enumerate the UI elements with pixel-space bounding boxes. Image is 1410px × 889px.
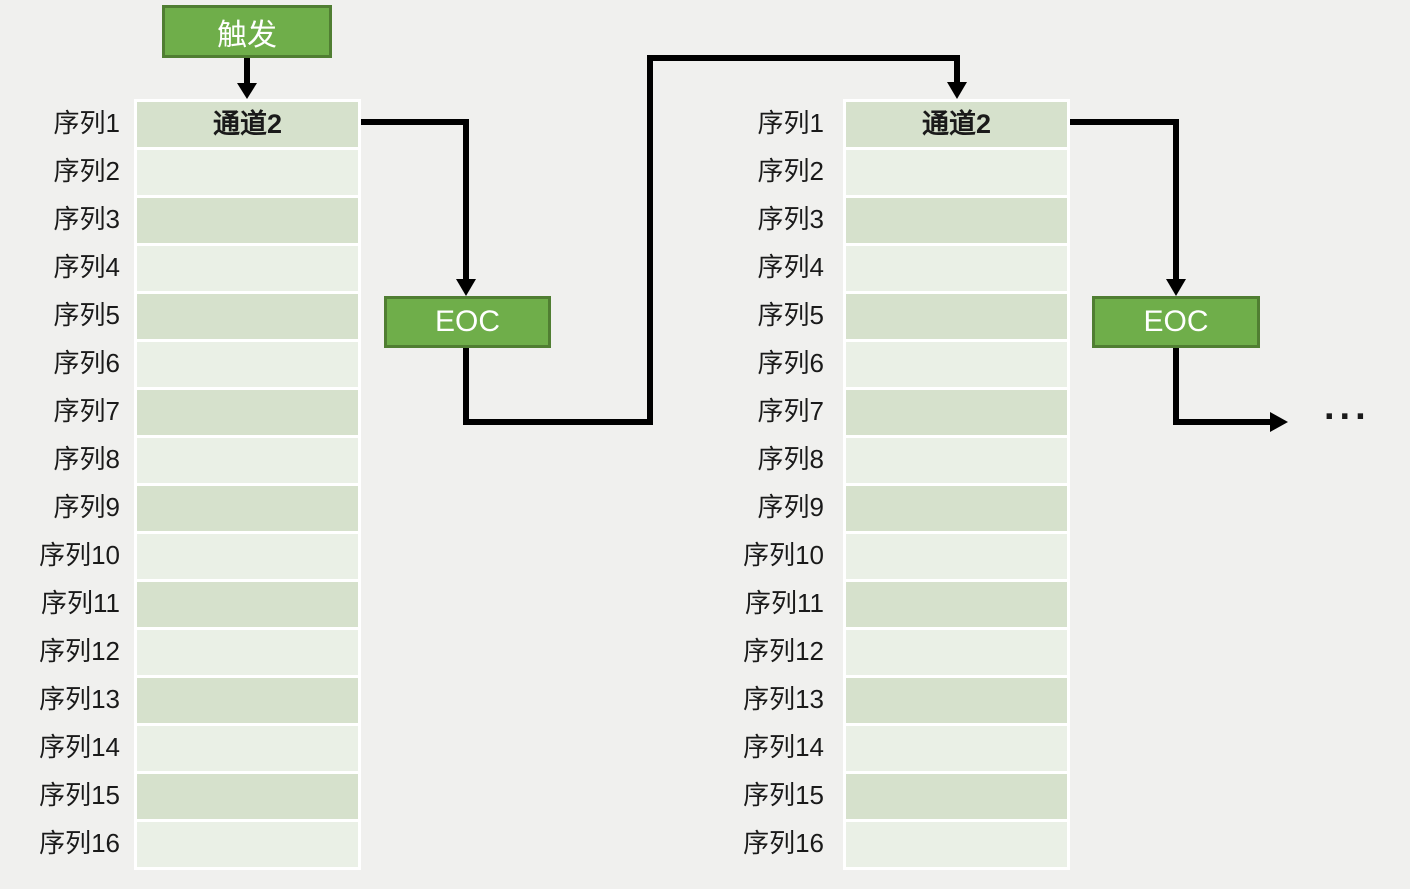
table-row — [137, 198, 358, 243]
eoc-box-left: EOC — [384, 296, 551, 348]
table-row — [846, 390, 1067, 435]
eoc-box-right: EOC — [1092, 296, 1260, 348]
sequence-label: 序列8 — [757, 444, 824, 474]
sequence-label: 序列12 — [743, 636, 824, 666]
table-row — [137, 342, 358, 387]
sequence-label: 序列15 — [39, 780, 120, 810]
table-row — [846, 630, 1067, 675]
table-row — [137, 822, 358, 867]
eoc-left-label: EOC — [434, 305, 500, 338]
sequence-label: 序列9 — [757, 492, 824, 522]
arrowhead-eoc-left — [456, 279, 476, 296]
table-row — [137, 438, 358, 483]
sequence-label: 序列1 — [53, 108, 120, 138]
arrow-eoc-right-to-continuation — [1173, 347, 1271, 425]
sequence-label: 序列5 — [53, 300, 120, 330]
sequence-label: 序列11 — [745, 588, 824, 618]
sequence-label: 序列14 — [743, 732, 824, 762]
table-row — [137, 294, 358, 339]
sequence-label: 序列2 — [757, 156, 824, 186]
arrow-table-right-to-eoc — [1070, 119, 1179, 280]
sequence-label: 序列12 — [39, 636, 120, 666]
table-row — [846, 774, 1067, 819]
sequence-label: 序列4 — [757, 252, 824, 282]
table-row — [137, 726, 358, 771]
table-row — [846, 582, 1067, 627]
sequence-label: 序列6 — [53, 348, 120, 378]
arrowhead-continuation — [1270, 412, 1288, 432]
table-row — [846, 150, 1067, 195]
sequence-label: 序列7 — [53, 396, 120, 426]
arrow-table-left-to-eoc — [361, 119, 469, 280]
sequence-label: 序列10 — [743, 540, 824, 570]
table-row — [137, 486, 358, 531]
sequence-label: 序列13 — [39, 684, 120, 714]
table-row — [846, 726, 1067, 771]
table-row — [137, 246, 358, 291]
arrowhead-eoc-right — [1166, 279, 1186, 296]
sequence-label: 序列11 — [41, 588, 120, 618]
table-row — [846, 486, 1067, 531]
sequence-label: 序列13 — [743, 684, 824, 714]
sequence-label: 序列15 — [743, 780, 824, 810]
sequence-label: 序列1 — [757, 108, 824, 138]
sequence-table-right: 通道2 — [843, 99, 1070, 870]
table-row — [846, 534, 1067, 579]
table-row — [846, 246, 1067, 291]
sequence-label: 序列16 — [743, 828, 824, 858]
sequence-label: 序列2 — [53, 156, 120, 186]
continuation-ellipsis: ... — [1324, 386, 1371, 428]
table-row — [846, 438, 1067, 483]
sequence-label: 序列4 — [53, 252, 120, 282]
table-row — [846, 294, 1067, 339]
table-row — [846, 342, 1067, 387]
table-row — [137, 390, 358, 435]
sequence-label: 序列7 — [757, 396, 824, 426]
table-row — [846, 678, 1067, 723]
sequence-label: 序列3 — [53, 204, 120, 234]
sequence-label: 序列14 — [39, 732, 120, 762]
trigger-box: 触发 — [162, 5, 332, 58]
sequence-labels-left: 序列1 序列2 序列3 序列4 序列5 序列6 序列7 序列8 序列9 序列10 序列11 序列12 序… — [18, 101, 120, 869]
arrowhead-trigger — [237, 83, 257, 99]
table-row — [137, 150, 358, 195]
sequence-label: 序列3 — [757, 204, 824, 234]
table-row — [846, 822, 1067, 867]
table-row — [137, 774, 358, 819]
table-row — [137, 534, 358, 579]
sequence-label: 序列10 — [39, 540, 120, 570]
sequence-label: 序列16 — [39, 828, 120, 858]
sequence-label: 序列6 — [757, 348, 824, 378]
sequence-table-left: 通道2 — [134, 99, 361, 870]
table-row — [137, 630, 358, 675]
table-row — [137, 678, 358, 723]
arrowhead-table-right — [947, 82, 967, 99]
sequence-label: 序列5 — [757, 300, 824, 330]
sequence-label: 序列9 — [53, 492, 120, 522]
table-row — [137, 582, 358, 627]
channel-cell: 通道2 — [846, 102, 1067, 147]
channel-cell: 通道2 — [137, 102, 358, 147]
sequence-labels-right: 序列1 序列2 序列3 序列4 序列5 序列6 序列7 序列8 序列9 序列10 序列11 序列12 序… — [722, 101, 824, 869]
table-row — [846, 198, 1067, 243]
trigger-label: 触发 — [217, 18, 277, 52]
eoc-right-label: EOC — [1143, 305, 1209, 338]
sequence-label: 序列8 — [53, 444, 120, 474]
